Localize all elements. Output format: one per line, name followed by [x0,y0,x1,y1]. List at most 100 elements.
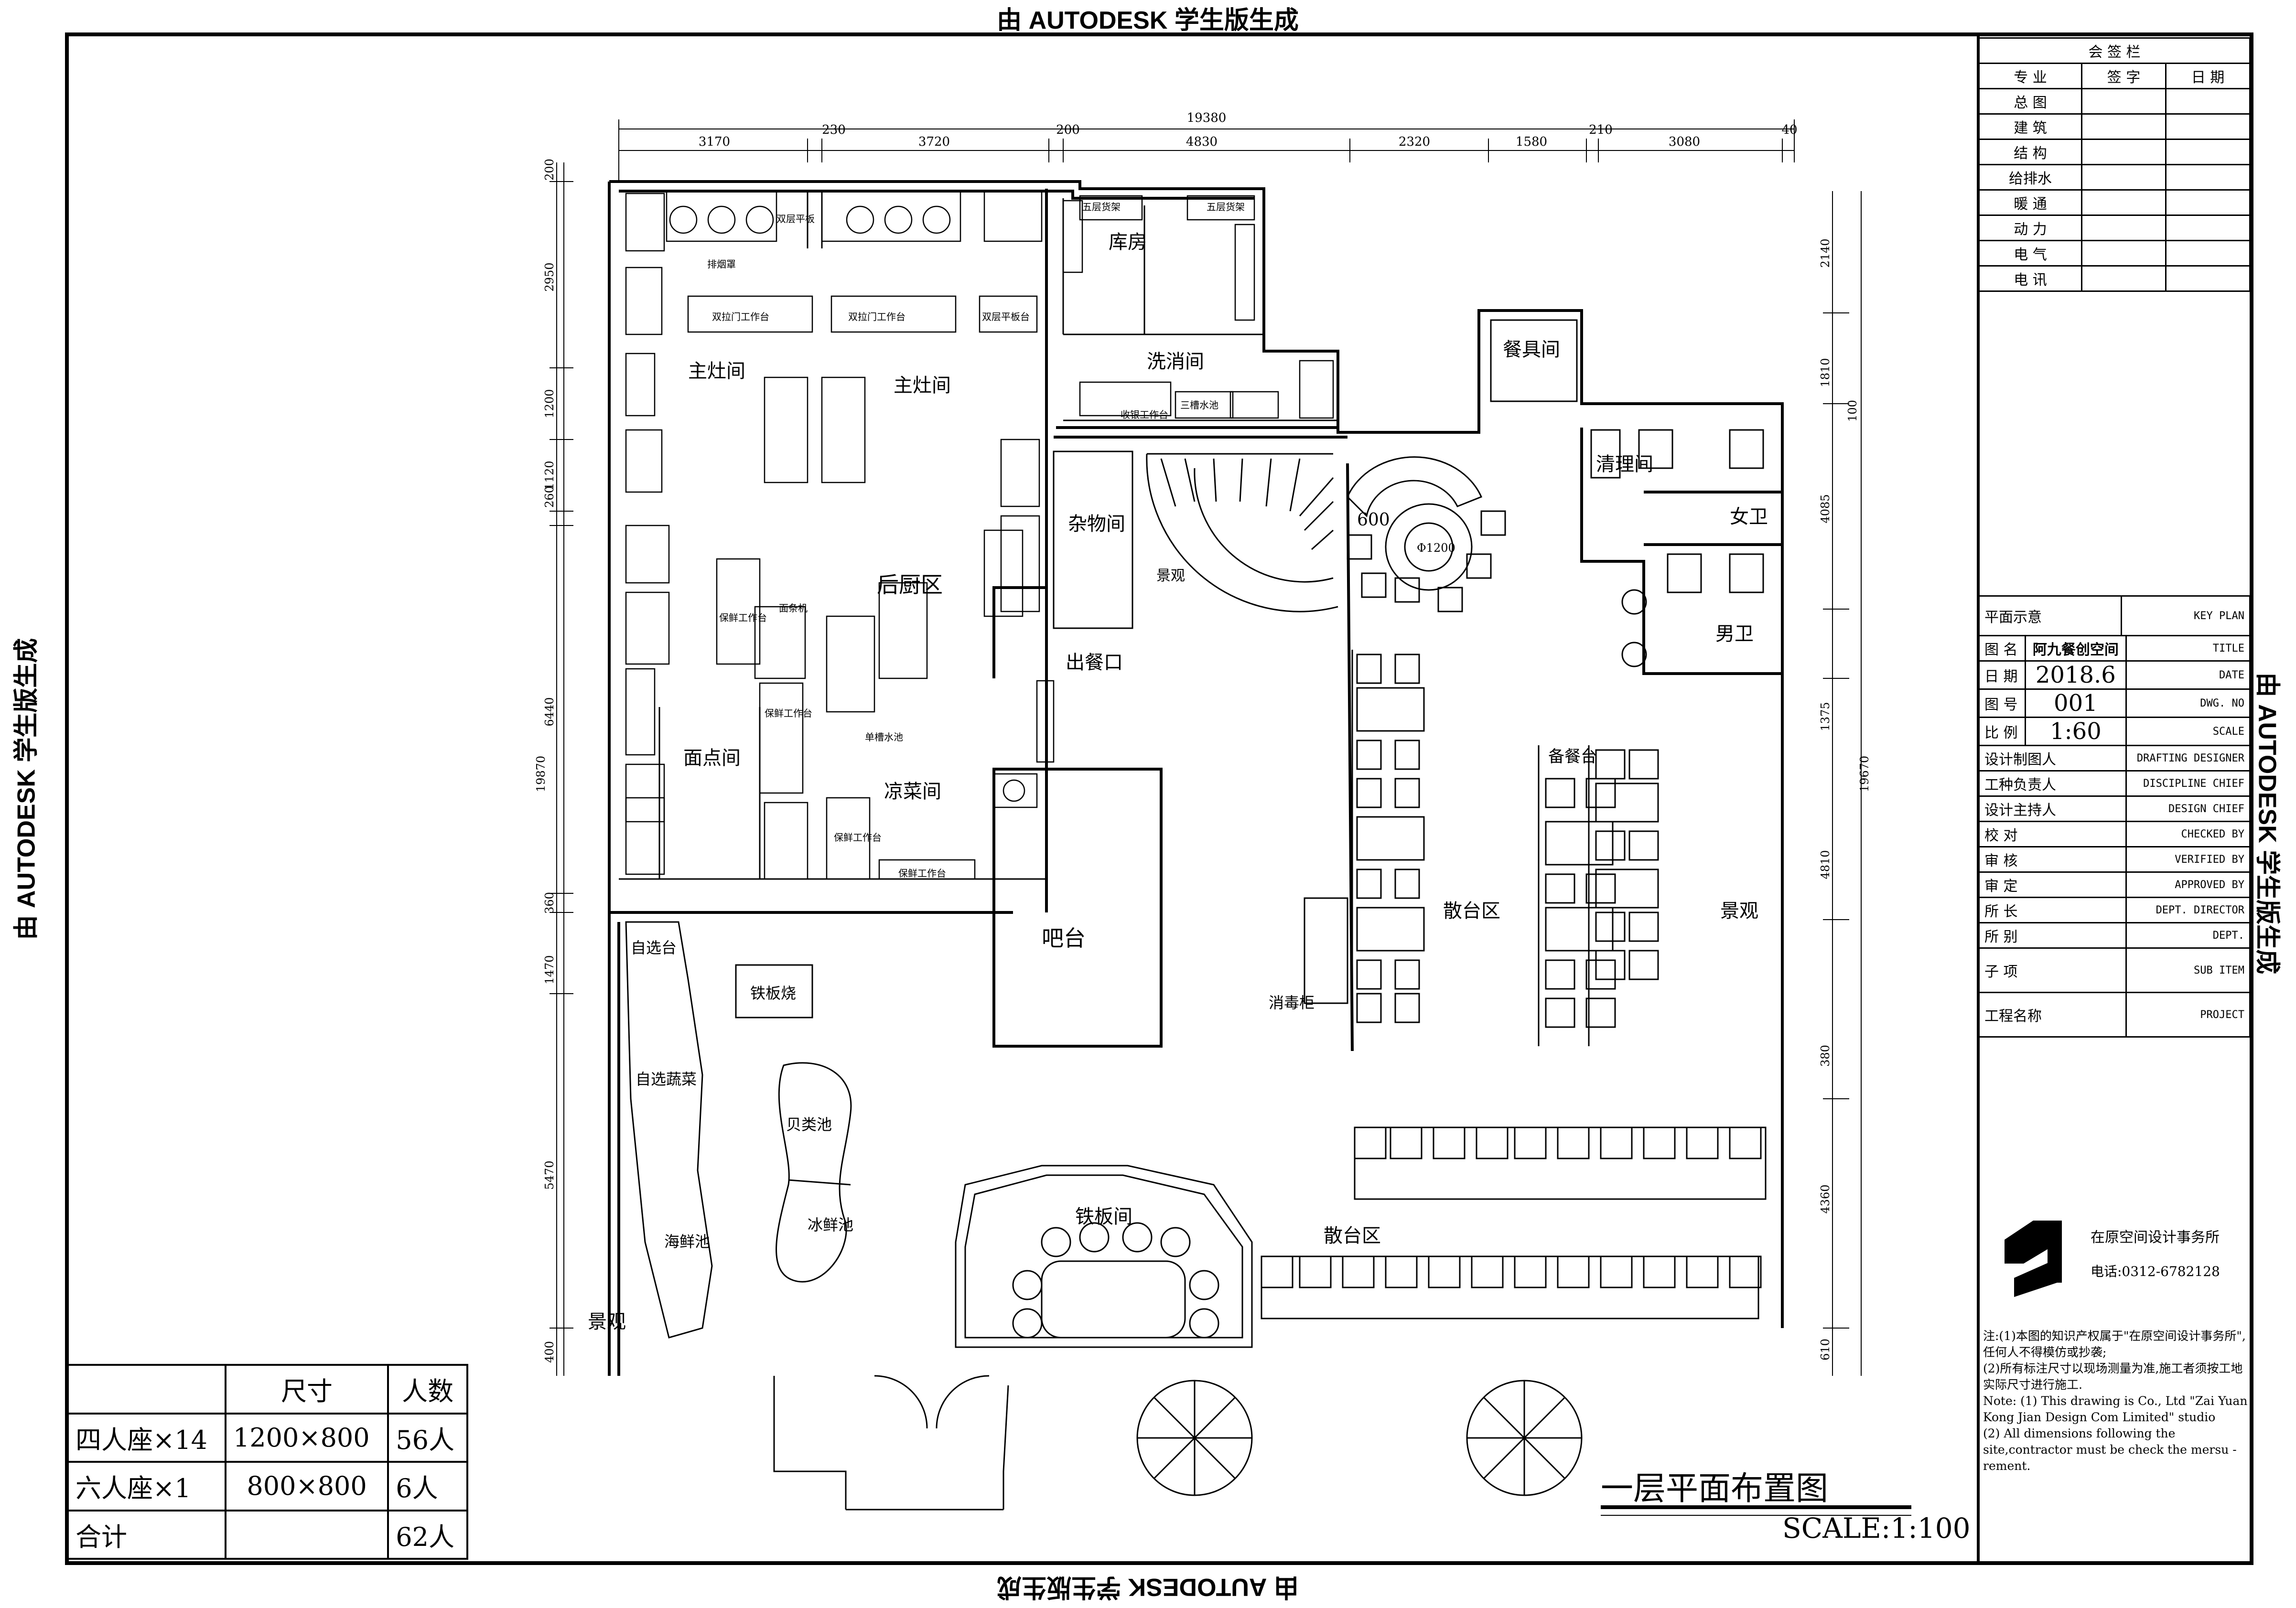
tb-label: 工种负责人 [1978,770,2127,797]
tb-label-en: DEPT. [2125,922,2251,949]
dim-right-9: 610 [1819,1339,1832,1361]
label-female-wc: 女卫 [1730,506,1768,528]
dim-top-2: 230 [822,123,846,137]
label-fresh-table: 保鲜工作台 [898,868,946,879]
drawing-scale: SCALE:1:100 [1782,1512,1971,1544]
dim-left-6: 6440 [543,697,556,726]
label-double-door-table-2: 双拉门工作台 [848,311,905,322]
dim-left-7: 360 [543,892,556,914]
sign-col-discipline: 专 业 [1978,63,2082,89]
tb-label: 审 定 [1978,871,2127,898]
label-single-sink: 单槽水池 [865,731,903,743]
label-teppanyaki-counter: 铁板烧 [750,984,796,1002]
label-round-table: Φ1200 [1417,541,1455,555]
interior-partitions [619,191,1338,880]
label-cold-dish: 凉菜间 [884,781,941,803]
tb-label: 图 号 [1978,688,2026,718]
dim-left-10: 400 [543,1341,556,1363]
dim-left-1: 200 [543,159,556,181]
dining-tables [1261,650,1767,1319]
tb-label-en: CHECKED BY [2125,821,2251,847]
dim-top-overall: 19380 [1187,111,1227,125]
sign-col-date: 日 期 [2165,63,2251,89]
label-hood: 排烟罩 [707,258,736,270]
label-five-shelf-2: 五层货架 [1207,201,1245,213]
label-ice-fresh-pool: 冰鲜池 [808,1216,853,1234]
drawing-title: 一层平面布置图 [1601,1470,1829,1508]
notes: 注:(1)本图的知识产权属于"在原空间设计事务所",任何人不得模仿或抄袭; (2… [1983,1328,2251,1474]
dim-top-1: 3170 [699,135,730,149]
label-three-sink: 三槽水池 [1180,399,1218,411]
studio-phone: 电话:0312-6782128 [2091,1264,2220,1279]
dim-top-7: 1580 [1516,135,1547,149]
label-dining-hall-front: 散台区 [1324,1225,1381,1247]
tb-label: 子 项 [1978,947,2127,993]
sign-row: 动 力 [1978,214,2082,241]
label-landscape-right: 景观 [1720,900,1758,922]
seat-total-label: 合计 [67,1509,226,1560]
tb-label-en: VERIFIED BY [2125,846,2251,873]
label-guard-table-2: 保鲜工作台 [834,832,882,843]
spiral-stair [1146,453,1338,612]
dim-top-3: 3720 [918,135,950,149]
label-bar: 吧台 [1042,925,1086,951]
label-serving-exit: 出餐口 [1066,652,1123,674]
dim-right-5: 1375 [1819,702,1832,731]
note-en-1: Note: (1) This drawing is Co., Ltd "Zai … [1983,1394,2248,1424]
tb-dwg-value: 001 [2024,688,2127,718]
tb-label-en: SUB ITEM [2125,947,2251,993]
watermark-top: 由 AUTODESK 学生版生成 [997,7,1299,34]
dim-right-1: 2140 [1819,238,1832,268]
dim-left-3: 1200 [543,389,556,418]
umbrella-left [1136,1380,1253,1496]
label-pastry: 面点间 [683,747,741,769]
tb-label: 设计主持人 [1978,795,2127,822]
umbrella-right [1466,1380,1583,1496]
dim-top-5: 4830 [1186,135,1218,149]
seat-row-count: 56人 [387,1412,468,1463]
tb-label: 比 例 [1978,717,2026,746]
dim-top-4: 200 [1056,123,1080,137]
dim-right-7: 380 [1819,1045,1832,1067]
label-teppan-room: 铁板间 [1075,1206,1132,1228]
dim-left-overall: 19870 [534,756,548,792]
key-plan-en: KEY PLAN [2121,595,2251,635]
dim-left-4: 1120 [543,461,556,490]
tb-label: 日 期 [1978,660,2026,690]
label-self-service-table: 自选台 [631,939,677,957]
label-wash: 洗消间 [1147,351,1204,373]
left-dimensions [550,162,573,1376]
label-storage: 库房 [1109,231,1147,253]
tb-label-en: DEPT. DIRECTOR [2125,897,2251,923]
seat-total-count: 62人 [387,1509,468,1560]
tb-label-en: APPROVED BY [2125,871,2251,898]
kitchen-equipment [625,190,1334,880]
sign-table-header: 会 签 栏 [1978,37,2251,64]
tb-label-en: PROJECT [2125,992,2251,1038]
sign-table: 会 签 栏 专 业 签 字 日 期 总 图 建 筑 结 构 给排水 暖 通 动 … [1978,37,2251,292]
dim-top-8: 210 [1589,123,1613,137]
dim-right-8: 4360 [1819,1184,1832,1213]
label-landscape-stair: 景观 [1156,568,1185,584]
dim-left-9: 5470 [543,1160,556,1190]
label-faucet: 双层平板 [776,213,815,225]
dim-right-overall: 19670 [1858,756,1871,792]
label-five-shelf-1: 五层货架 [1082,201,1121,213]
tb-title-value: 阿九餐创空间 [2024,635,2127,662]
sign-row: 建 筑 [1978,113,2082,140]
dim-right-6: 4810 [1819,850,1832,879]
drawing-frame [65,32,2253,1565]
tb-label-en: TITLE [2125,635,2251,662]
round-table [1347,456,1506,612]
tb-label: 所 长 [1978,897,2127,923]
seat-row-type: 四人座×14 [67,1412,226,1463]
tb-label-en: DISCIPLINE CHIEF [2125,770,2251,797]
seat-row-size: 1200×800 [224,1412,389,1463]
tb-label: 校 对 [1978,821,2127,847]
dim-left-2: 2950 [543,262,556,291]
sign-row: 总 图 [1978,88,2082,115]
seat-total-size [224,1509,389,1560]
label-cashier: 收银工作台 [1121,409,1168,420]
restrooms [1490,319,1764,667]
